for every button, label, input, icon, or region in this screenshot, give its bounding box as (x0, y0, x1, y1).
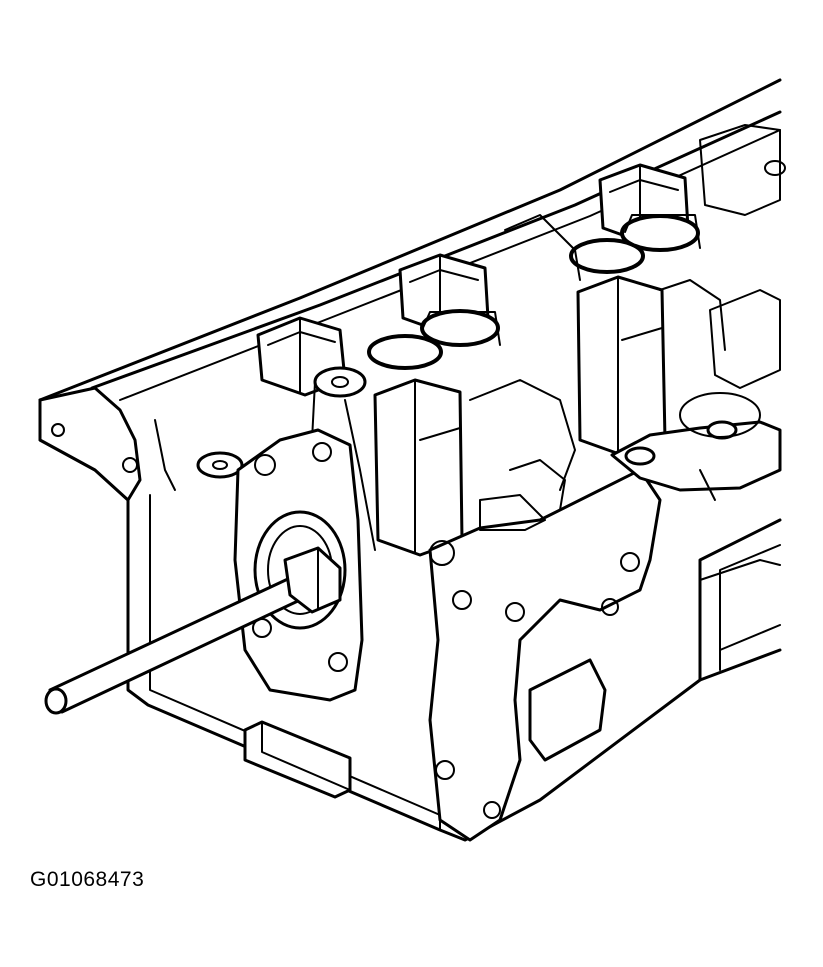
exhaust-flange (428, 468, 662, 842)
front-bolt-boss (196, 366, 367, 479)
valve-ring-pair-1 (367, 309, 501, 370)
cam-journal-3 (373, 378, 464, 557)
valve-ring-pair-2 (569, 214, 701, 274)
right-towers (699, 124, 786, 389)
cylinder-head-illustration (38, 78, 786, 842)
figure-id-label: G01068473 (30, 868, 145, 891)
casting-contours (154, 214, 781, 651)
special-tool-rod (44, 546, 342, 715)
bottom-locator-tab (243, 720, 352, 799)
right-bosses (610, 392, 782, 501)
cam-journal-5 (576, 275, 667, 457)
end-flange (38, 386, 142, 502)
